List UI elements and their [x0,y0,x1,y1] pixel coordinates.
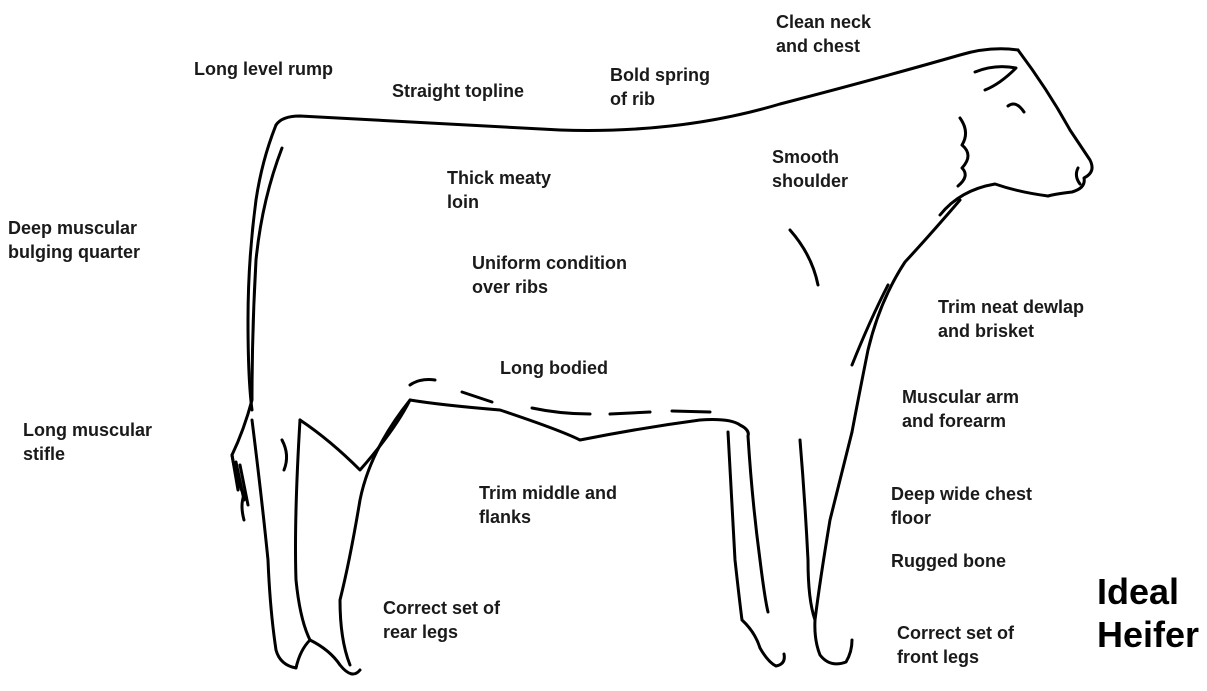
cheek-texture-line [958,118,968,186]
eye-line [1008,104,1024,112]
diagram-title: Ideal Heifer [1097,570,1199,656]
label-smooth-shoulder: Smooth shoulder [772,145,848,193]
label-thick-meaty-loin: Thick meaty loin [447,166,551,214]
label-bold-spring-of-rib: Bold spring of rib [610,63,710,111]
dewlap-line [852,285,888,365]
jaw-line [940,184,1048,215]
label-long-bodied: Long bodied [500,356,608,380]
front-leg-mid-line [748,436,768,612]
face-line [1018,50,1092,196]
ear-line [975,67,1016,90]
front-leg-front-line [815,432,852,664]
front-leg-rear-line [728,432,784,666]
label-long-muscular-stifle: Long muscular stifle [23,418,152,466]
shoulder-line [790,230,818,285]
label-trim-neat-dewlap-and-brisket: Trim neat dewlap and brisket [938,295,1084,343]
label-trim-middle-and-flanks: Trim middle and flanks [479,481,617,529]
label-deep-muscular-bulging-quarter: Deep muscular bulging quarter [8,216,140,264]
nostril-line [1076,168,1080,184]
label-correct-set-of-rear-legs: Correct set of rear legs [383,596,500,644]
label-long-level-rump: Long level rump [194,57,333,81]
label-muscular-arm-and-forearm: Muscular arm and forearm [902,385,1019,433]
label-correct-set-of-front-legs: Correct set of front legs [897,621,1014,669]
underline-dash [410,380,710,414]
front-leg-inner-line [800,440,815,620]
label-clean-neck-and-chest: Clean neck and chest [776,10,871,58]
label-rugged-bone: Rugged bone [891,549,1006,573]
rear-leg-line [252,420,310,668]
rear-hock-line [282,440,287,470]
label-straight-topline: Straight topline [392,79,524,103]
label-deep-wide-chest-floor: Deep wide chest floor [891,482,1032,530]
label-uniform-condition-over-ribs: Uniform condition over ribs [472,251,627,299]
tail-switch-line [232,455,248,505]
